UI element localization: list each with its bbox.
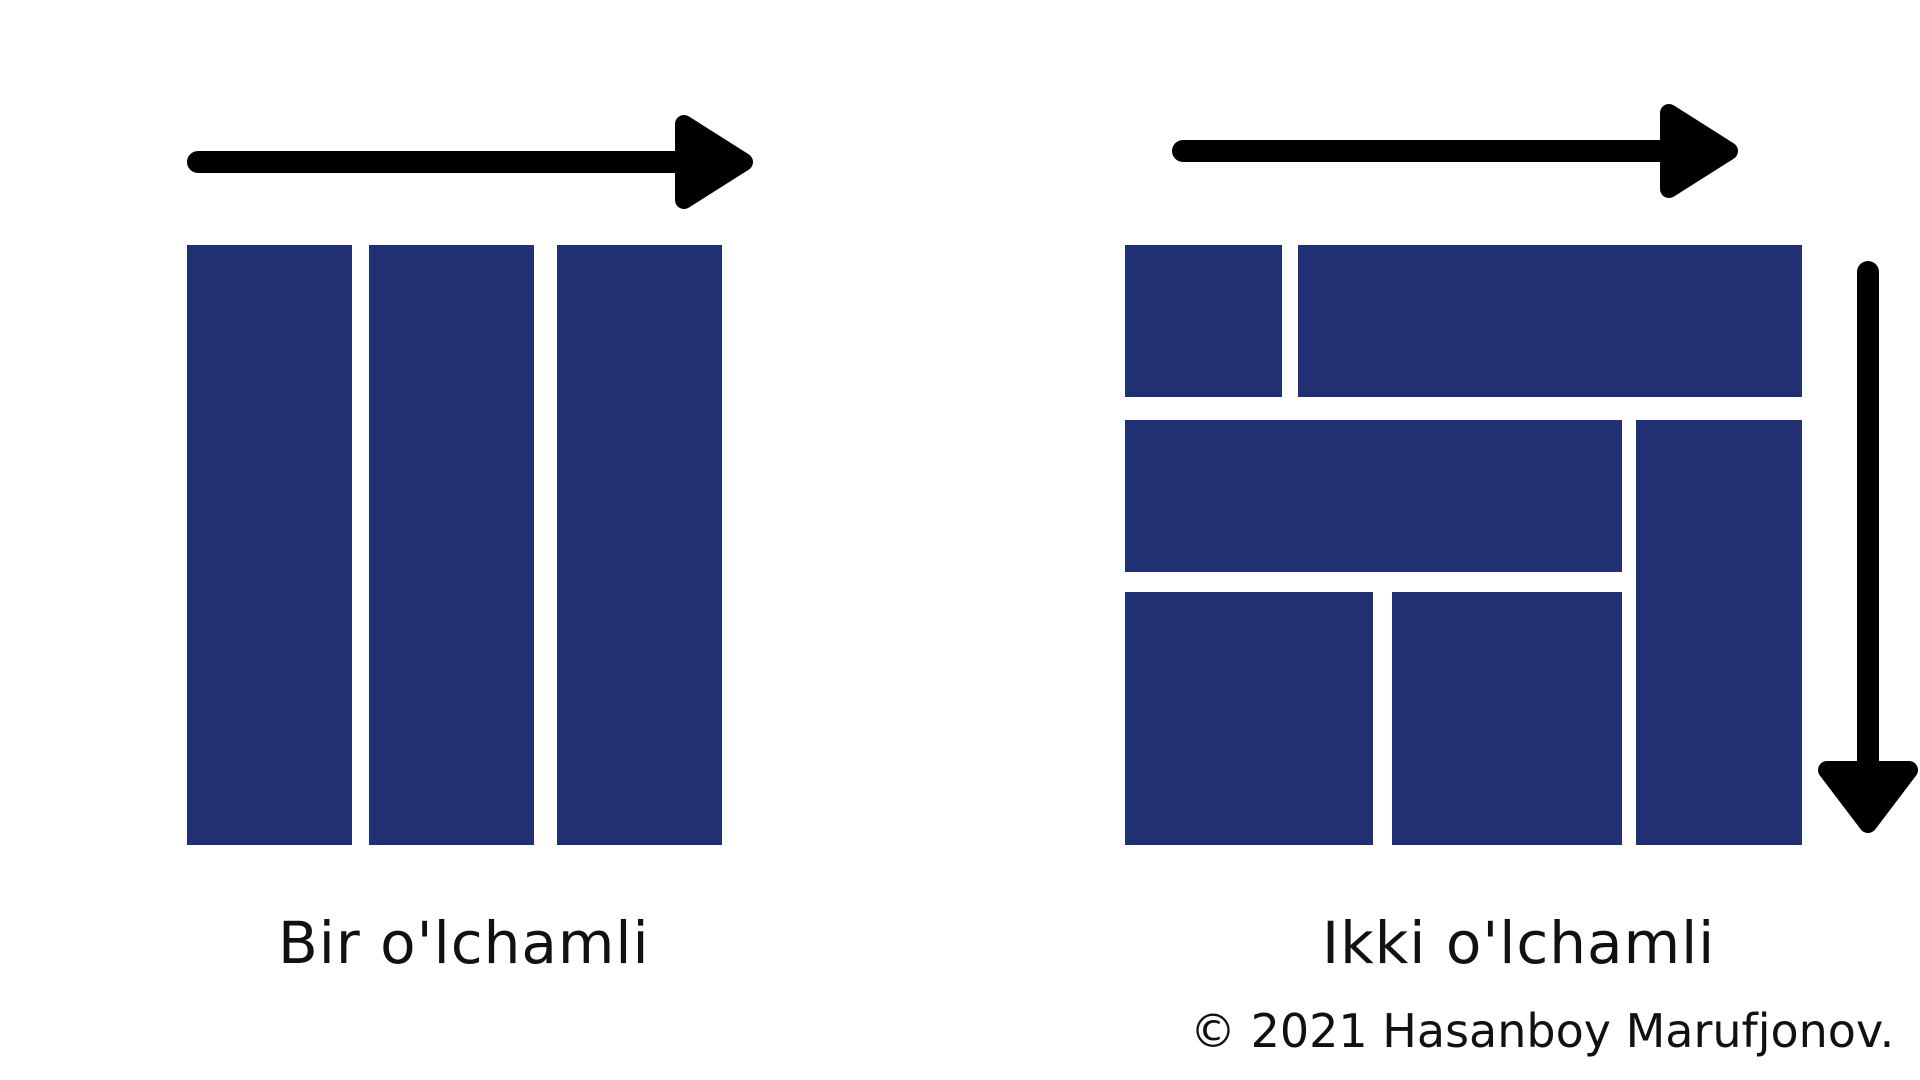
horizontal-arrow-icon — [1172, 104, 1738, 198]
column-block-2 — [369, 245, 534, 845]
horizontal-arrow-icon — [187, 115, 753, 209]
two-dimensional-caption: Ikki o'lchamli — [1322, 909, 1716, 977]
grid-area-2 — [1298, 245, 1802, 397]
vertical-arrow-icon — [1818, 261, 1918, 833]
grid-area-5 — [1125, 592, 1373, 845]
copyright-text: © 2021 Hasanboy Marufjonov. — [1190, 1004, 1895, 1058]
one-dimensional-caption: Bir o'lchamli — [278, 909, 650, 977]
grid-area-3 — [1125, 420, 1622, 572]
grid-area-1 — [1125, 245, 1282, 397]
column-block-3 — [557, 245, 722, 845]
column-block-1 — [187, 245, 352, 845]
grid-area-4 — [1636, 420, 1802, 845]
grid-area-6 — [1392, 592, 1622, 845]
